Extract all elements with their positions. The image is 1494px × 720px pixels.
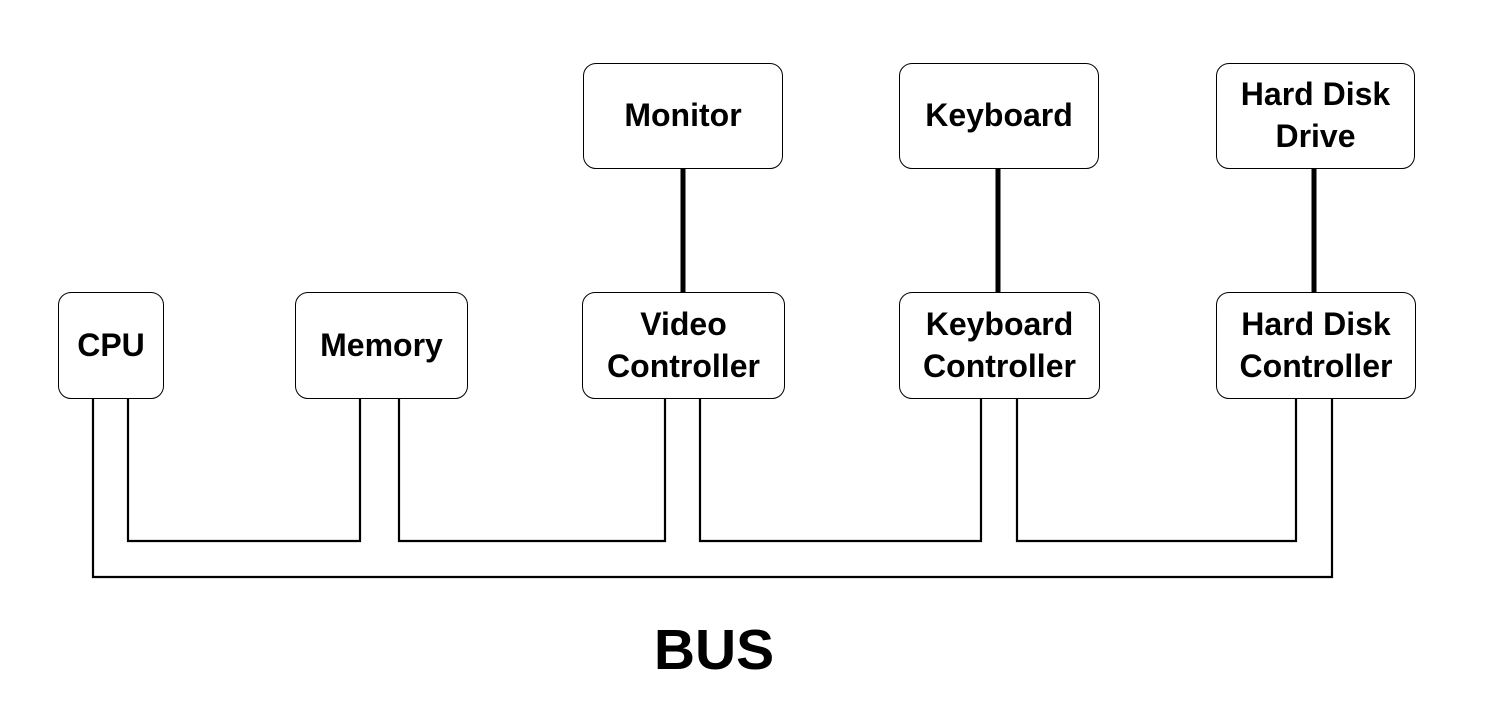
node-memory-label: Memory [320,326,443,363]
node-monitor-label: Monitor [624,97,742,134]
node-hard-disk-drive-label: Hard Disk Drive [1240,76,1391,154]
node-hard-disk-drive: Hard Disk Drive [1216,63,1415,169]
bus-caption: BUS [653,618,775,682]
bus-segment-memory-video-controller [397,397,667,543]
node-monitor: Monitor [583,63,783,169]
node-video-controller-label: Video Controller [607,305,760,384]
bus-segment-video-controller-keyboard-controller [698,397,983,543]
node-video-controller: Video Controller [582,292,785,399]
node-cpu-label: CPU [77,326,145,363]
bus-segment-cpu-memory [126,397,362,543]
bus-main-line [91,397,1334,579]
node-keyboard-controller-label: Keyboard Controller [923,305,1076,384]
node-cpu: CPU [58,292,164,399]
node-hard-disk-controller: Hard Disk Controller [1216,292,1416,399]
bus-segment-keyboard-controller-hard-disk-controller [1015,397,1298,543]
node-keyboard-label: Keyboard [925,97,1073,134]
node-keyboard: Keyboard [899,63,1099,169]
node-keyboard-controller: Keyboard Controller [899,292,1100,399]
node-memory: Memory [295,292,468,399]
node-hard-disk-controller-label: Hard Disk Controller [1239,305,1393,384]
